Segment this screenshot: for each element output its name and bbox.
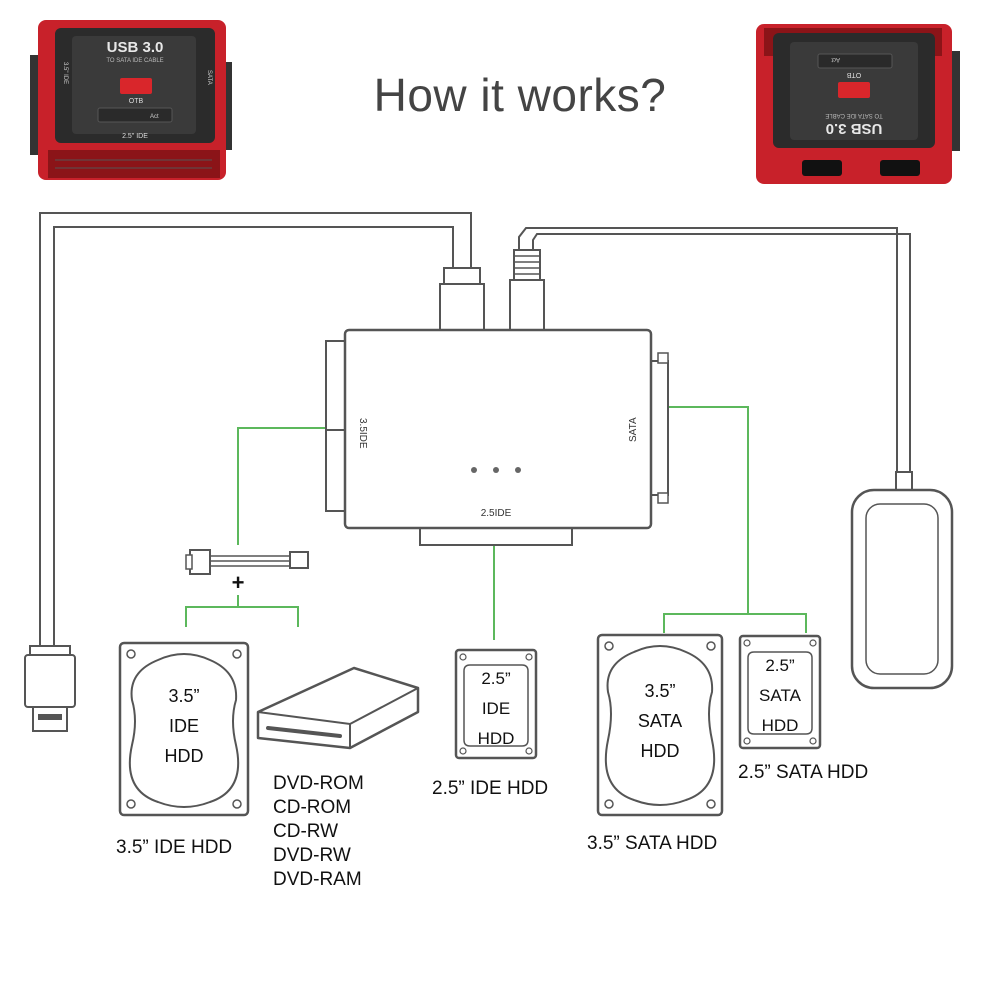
- hdd-sata35-type: SATA: [638, 711, 682, 731]
- page-title: How it works?: [373, 69, 667, 121]
- link-ide35-devices: [185, 595, 299, 627]
- otb-button-left: [120, 78, 152, 94]
- hdd-ide25: 2.5” IDE HDD: [454, 648, 538, 760]
- brand-label-left: USB 3.0: [107, 39, 164, 56]
- usb-cable: [39, 212, 472, 648]
- hdd-sata35-kind: HDD: [641, 741, 680, 761]
- hdd-ide35-type: IDE: [169, 716, 199, 736]
- usb-a-connector: [24, 645, 76, 732]
- molex-power-cable: [185, 549, 309, 575]
- ide25-label-left: 2.5" IDE: [122, 133, 148, 140]
- port-label-ide25: 2.5IDE: [481, 508, 512, 519]
- port-label-ide35: 3.5IDE: [357, 418, 368, 449]
- product-photo-right: USB 3.0 TO SATA IDE CABLE OTB Act: [756, 24, 960, 184]
- ide35-label-left: 3.5" IDE: [62, 62, 68, 84]
- caption-ide35: 3.5” IDE HDD: [116, 837, 233, 858]
- optical-media-list: DVD-ROM CD-ROM CD-RW DVD-RW DVD-RAM: [273, 772, 364, 892]
- hdd-ide25-size: 2.5”: [481, 669, 511, 688]
- caption-ide25: 2.5” IDE HDD: [432, 778, 549, 799]
- brand-sub-left: TO SATA IDE CABLE: [106, 58, 163, 64]
- hdd-sata25-type: SATA: [759, 686, 802, 705]
- link-sata-devices: [663, 613, 807, 633]
- otb-label-right: OTB: [846, 71, 861, 78]
- led-indicator: [493, 467, 499, 473]
- brand-sub-right: TO SATA IDE CABLE: [825, 112, 882, 118]
- media-item: DVD-RAM: [273, 869, 362, 890]
- act-label-right: Act: [831, 56, 840, 62]
- adapter-box: 3.5IDE SATA 2.5IDE: [325, 328, 669, 546]
- sata-label-left: SATA: [206, 70, 212, 85]
- link-ide35-power: [237, 427, 325, 545]
- brand-label-right: USB 3.0: [826, 120, 883, 137]
- connection-lines: [185, 406, 807, 640]
- hdd-sata25: 2.5” SATA HDD: [738, 634, 822, 750]
- hdd-ide25-kind: HDD: [478, 729, 515, 748]
- product-photo-left: USB 3.0 TO SATA IDE CABLE OTB Act 2.5" I…: [30, 20, 232, 180]
- otb-label-left: OTB: [129, 98, 144, 105]
- act-label-left: Act: [150, 114, 159, 120]
- power-adapter: [850, 471, 954, 690]
- led-indicator: [515, 467, 521, 473]
- power-plug: [509, 249, 545, 331]
- hdd-ide35: 3.5” IDE HDD: [118, 641, 250, 817]
- hdd-sata25-kind: HDD: [762, 716, 799, 735]
- usb-plug: [439, 267, 485, 331]
- media-item: DVD-ROM: [273, 773, 364, 794]
- port-label-sata: SATA: [628, 417, 639, 442]
- hdd-sata25-size: 2.5”: [765, 656, 795, 675]
- plus-sign: +: [232, 570, 245, 595]
- hdd-sata35-size: 3.5”: [644, 681, 675, 701]
- hdd-ide25-type: IDE: [482, 699, 510, 718]
- caption-sata25: 2.5” SATA HDD: [738, 762, 869, 783]
- optical-drive: [256, 666, 420, 750]
- media-item: CD-RW: [273, 821, 339, 842]
- media-item: DVD-RW: [273, 845, 351, 866]
- power-cable: [518, 227, 911, 472]
- link-sata-trunk: [669, 406, 749, 614]
- otb-button-right: [838, 82, 870, 98]
- hdd-ide35-size: 3.5”: [168, 686, 199, 706]
- media-item: CD-ROM: [273, 797, 352, 818]
- led-indicator: [471, 467, 477, 473]
- hdd-sata35: 3.5” SATA HDD: [596, 633, 724, 817]
- caption-sata35: 3.5” SATA HDD: [587, 833, 718, 854]
- hdd-ide35-kind: HDD: [165, 746, 204, 766]
